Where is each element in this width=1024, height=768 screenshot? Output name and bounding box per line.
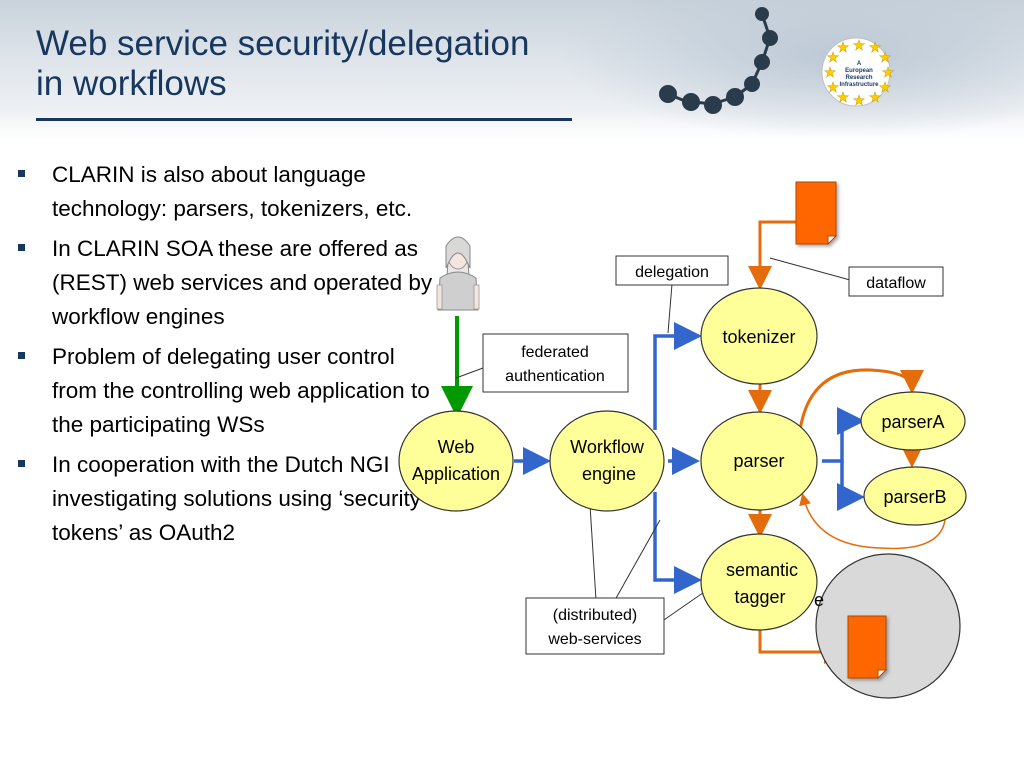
callout-line-ws-engine [589, 504, 597, 601]
node-tokenizer: tokenizer [700, 287, 818, 385]
callout-line-ws-parser [614, 519, 661, 601]
partial-label: e [814, 590, 824, 610]
arrow-parser-to-parserA [822, 407, 865, 463]
svg-text:★: ★ [824, 65, 837, 81]
callout-line-federated [455, 367, 484, 379]
slide-title: Web service security/delegation in workf… [36, 24, 530, 104]
node-label: parserB [883, 487, 946, 507]
box-label: (distributed) [553, 607, 637, 624]
logo-text: European [845, 68, 873, 74]
logo-text: A [857, 61, 862, 67]
bullet-item: In CLARIN SOA these are offered as (REST… [16, 232, 436, 334]
node-label: engine [582, 464, 636, 484]
square-bullet-icon [18, 460, 25, 467]
bullet-item: Problem of delegating user control from … [16, 340, 436, 442]
dataflow-doc-to-tokenizer [748, 220, 796, 290]
callout-line-dataflow [769, 257, 851, 281]
square-bullet-icon [18, 170, 25, 177]
node-label: Workflow [570, 437, 645, 457]
storage-circle [815, 553, 961, 699]
bullet-text: In cooperation with the Dutch NGI invest… [52, 452, 421, 545]
svg-text:★: ★ [879, 80, 892, 96]
node-parserA: parserA [860, 391, 966, 451]
callout-line-delegation [667, 283, 673, 334]
bullet-text: In CLARIN SOA these are offered as (REST… [52, 236, 433, 329]
clarin-chain-logo [659, 7, 778, 114]
label-box-delegation: delegation [615, 255, 729, 286]
title-line-2: in workflows [36, 64, 227, 103]
box-label: delegation [635, 264, 709, 281]
node-label: Application [412, 464, 500, 484]
user-person-icon [436, 236, 480, 311]
dataflow-tagger-to-output [758, 628, 848, 664]
node-label: tokenizer [722, 327, 795, 347]
node-web-application: Web Application [398, 410, 514, 512]
europe-map-background [560, 0, 1024, 140]
node-semantic-tagger: semantic tagger [700, 533, 818, 631]
callout-line-ws-tagger [660, 587, 711, 623]
output-document-icon [847, 615, 888, 680]
logo-text: Research [845, 75, 872, 81]
svg-text:★: ★ [837, 90, 850, 106]
node-label: parserA [881, 412, 944, 432]
svg-text:★: ★ [853, 38, 866, 54]
bullet-item: CLARIN is also about language technology… [16, 158, 436, 226]
svg-text:★: ★ [879, 50, 892, 66]
svg-text:★: ★ [853, 93, 866, 109]
svg-text:★: ★ [837, 40, 850, 56]
box-label: web-services [547, 631, 641, 648]
square-bullet-icon [18, 352, 25, 359]
eu-research-infrastructure-logo: ★ ★ ★ ★ ★ ★ ★ ★ ★ ★ ★ ★ A European Resea… [821, 37, 895, 109]
label-box-federated-authentication: federated authentication [482, 333, 629, 393]
node-label: parser [733, 451, 784, 471]
svg-text:★: ★ [827, 50, 840, 66]
node-parserB: parserB [863, 466, 967, 526]
square-bullet-icon [18, 244, 25, 251]
svg-text:★: ★ [882, 65, 895, 81]
logo-text: Infrastructure [839, 82, 879, 88]
node-label: Web [438, 437, 475, 457]
title-underline [36, 118, 572, 121]
box-label: dataflow [866, 275, 926, 292]
title-line-1: Web service security/delegation [36, 24, 530, 63]
node-label: semantic [726, 560, 798, 580]
node-workflow-engine: Workflow engine [549, 410, 665, 512]
svg-text:★: ★ [869, 40, 882, 56]
box-label: authentication [505, 368, 605, 385]
input-document-icon [795, 181, 838, 246]
bullet-item: In cooperation with the Dutch NGI invest… [16, 448, 436, 550]
bullet-text: Problem of delegating user control from … [52, 344, 430, 437]
bullet-list: CLARIN is also about language technology… [16, 158, 436, 556]
svg-text:★: ★ [827, 80, 840, 96]
arrow-engine-to-tokenizer [653, 322, 702, 430]
arrow-parser-to-parserB [837, 461, 865, 511]
label-box-distributed-web-services: (distributed) web-services [525, 597, 665, 655]
dataflow-parser-to-parserA [798, 368, 924, 431]
node-label: tagger [734, 587, 785, 607]
dataflow-parserB-to-parser [799, 493, 946, 550]
svg-text:★: ★ [869, 90, 882, 106]
node-parser: parser [700, 411, 818, 511]
bullet-text: CLARIN is also about language technology… [52, 162, 413, 221]
label-box-dataflow: dataflow [848, 266, 944, 297]
arrow-engine-to-tagger [653, 492, 702, 594]
box-label: federated [521, 344, 589, 361]
